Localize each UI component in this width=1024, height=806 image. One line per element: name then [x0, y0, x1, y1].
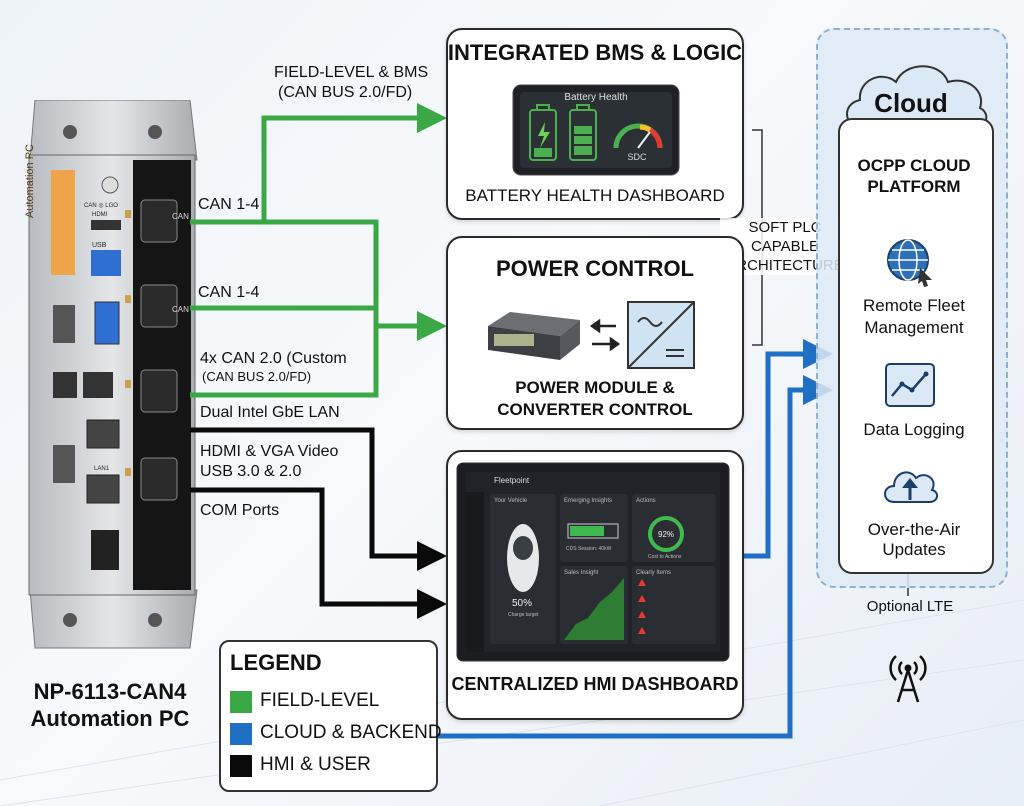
cloud-item2: Data Logging	[863, 420, 965, 439]
port-label-usb: USB	[92, 242, 107, 249]
hmi-panel5-title: Clearly Items	[636, 570, 672, 576]
cloud-shape	[846, 65, 988, 131]
hmi-panel2-title: Emerging Insights	[564, 498, 613, 504]
hmi-panel3-value: 92%	[658, 530, 675, 539]
power-card-caption-line1: POWER MODULE &	[515, 378, 675, 397]
battery-screen-title: Battery Health	[564, 92, 628, 103]
hmi-panel1-value: 50%	[512, 598, 533, 609]
legend-swatch-field-level	[230, 691, 252, 713]
hmi-screen	[456, 462, 730, 662]
legend-item-hmi-user: HMI & USER	[260, 754, 371, 775]
label-dual-lan: Dual Intel GbE LAN	[200, 404, 340, 421]
hmi-panel1-sub: Charge target	[508, 612, 539, 618]
hmi-panel3-sub: Cost to Actions	[648, 554, 682, 560]
cloud-item1-line1: Remote Fleet	[862, 296, 966, 315]
hmi-panel2-sub: CDS Session: 40kW	[566, 546, 612, 552]
cloud-item3-line1: Over-the-Air	[867, 520, 961, 539]
label-can-custom-line2: (CAN BUS 2.0/FD)	[202, 369, 312, 384]
label-can-1-4-a: CAN 1-4	[198, 196, 260, 213]
legend-item-cloud-backend: CLOUD & BACKEND	[260, 722, 442, 743]
legend-swatch-cloud-backend	[230, 723, 252, 745]
label-can-1-4-b: CAN 1-4	[198, 284, 260, 301]
automation-pc-device	[28, 100, 198, 649]
port-label-can: CAN	[172, 212, 189, 221]
antenna-icon	[889, 655, 927, 703]
hmi-panel3-title: Actions	[636, 498, 656, 504]
battery-gauge-label: SDC	[627, 152, 647, 162]
soft-plc-line2: CAPABLE	[750, 238, 820, 255]
bms-card-title: INTEGRATED BMS & LOGIC	[447, 40, 743, 65]
cloud-platform-line1: OCPP CLOUD	[857, 156, 971, 175]
label-field-bms-line1: FIELD-LEVEL & BMS	[274, 64, 429, 81]
port-label-hdmi: HDMI	[92, 212, 108, 218]
hmi-card-caption: CENTRALIZED HMI DASHBOARD	[451, 674, 739, 694]
power-module-graphic	[488, 301, 695, 369]
cloud-platform-line2: PLATFORM	[867, 177, 961, 196]
port-label-can-logo: CAN ◎ LGO	[84, 203, 118, 209]
legend-title: LEGEND	[230, 650, 322, 675]
battery-bars-icon	[569, 104, 597, 161]
globe-icon	[887, 239, 932, 287]
soft-plc-line3: ARCHITECTURE	[726, 257, 844, 274]
hmi-panel1-title: Your Vehicle	[494, 498, 528, 504]
label-hdmi-vga: HDMI & VGA Video	[200, 443, 339, 460]
power-card-caption-line2: CONVERTER CONTROL	[497, 400, 693, 419]
cloud-item3-line2: Updates	[882, 540, 946, 559]
label-field-bms-line2: (CAN BUS 2.0/FD)	[278, 84, 413, 101]
gauge-icon	[613, 123, 663, 149]
hmi-app-name: Fleetpoint	[494, 476, 530, 485]
port-label-lan1: LAN1	[94, 466, 110, 472]
label-usb: USB 3.0 & 2.0	[200, 463, 302, 480]
label-com: COM Ports	[200, 502, 280, 519]
hmi-panel4-title: Sales Insight	[564, 570, 599, 576]
cloud-title: Cloud	[874, 88, 948, 118]
battery-health-screen	[512, 84, 680, 176]
power-module-icon	[488, 312, 580, 360]
converter-icon	[627, 301, 695, 369]
cloud-item1-line2: Management	[864, 318, 964, 337]
bms-card-caption: BATTERY HEALTH DASHBOARD	[465, 186, 725, 205]
device-title-line2: Automation PC	[30, 706, 190, 731]
legend-box	[219, 640, 438, 792]
bidirectional-arrows-icon	[589, 318, 621, 352]
legend-swatch-hmi-user	[230, 755, 252, 777]
line-chart-icon	[885, 363, 935, 407]
optional-lte-label: Optional LTE	[866, 598, 954, 615]
power-card-title: POWER CONTROL	[496, 256, 694, 281]
device-title-line1: NP-6113-CAN4	[33, 679, 187, 704]
soft-plc-line1: SOFT PLC	[748, 219, 822, 236]
cloud-upload-icon	[884, 471, 938, 503]
legend-item-field-level: FIELD-LEVEL	[260, 690, 380, 711]
port-label-can-right: CAN	[172, 305, 189, 314]
label-can-custom-line1: 4x CAN 2.0 (Custom	[200, 350, 347, 367]
car-icon	[507, 524, 539, 592]
battery-icon	[529, 104, 557, 161]
